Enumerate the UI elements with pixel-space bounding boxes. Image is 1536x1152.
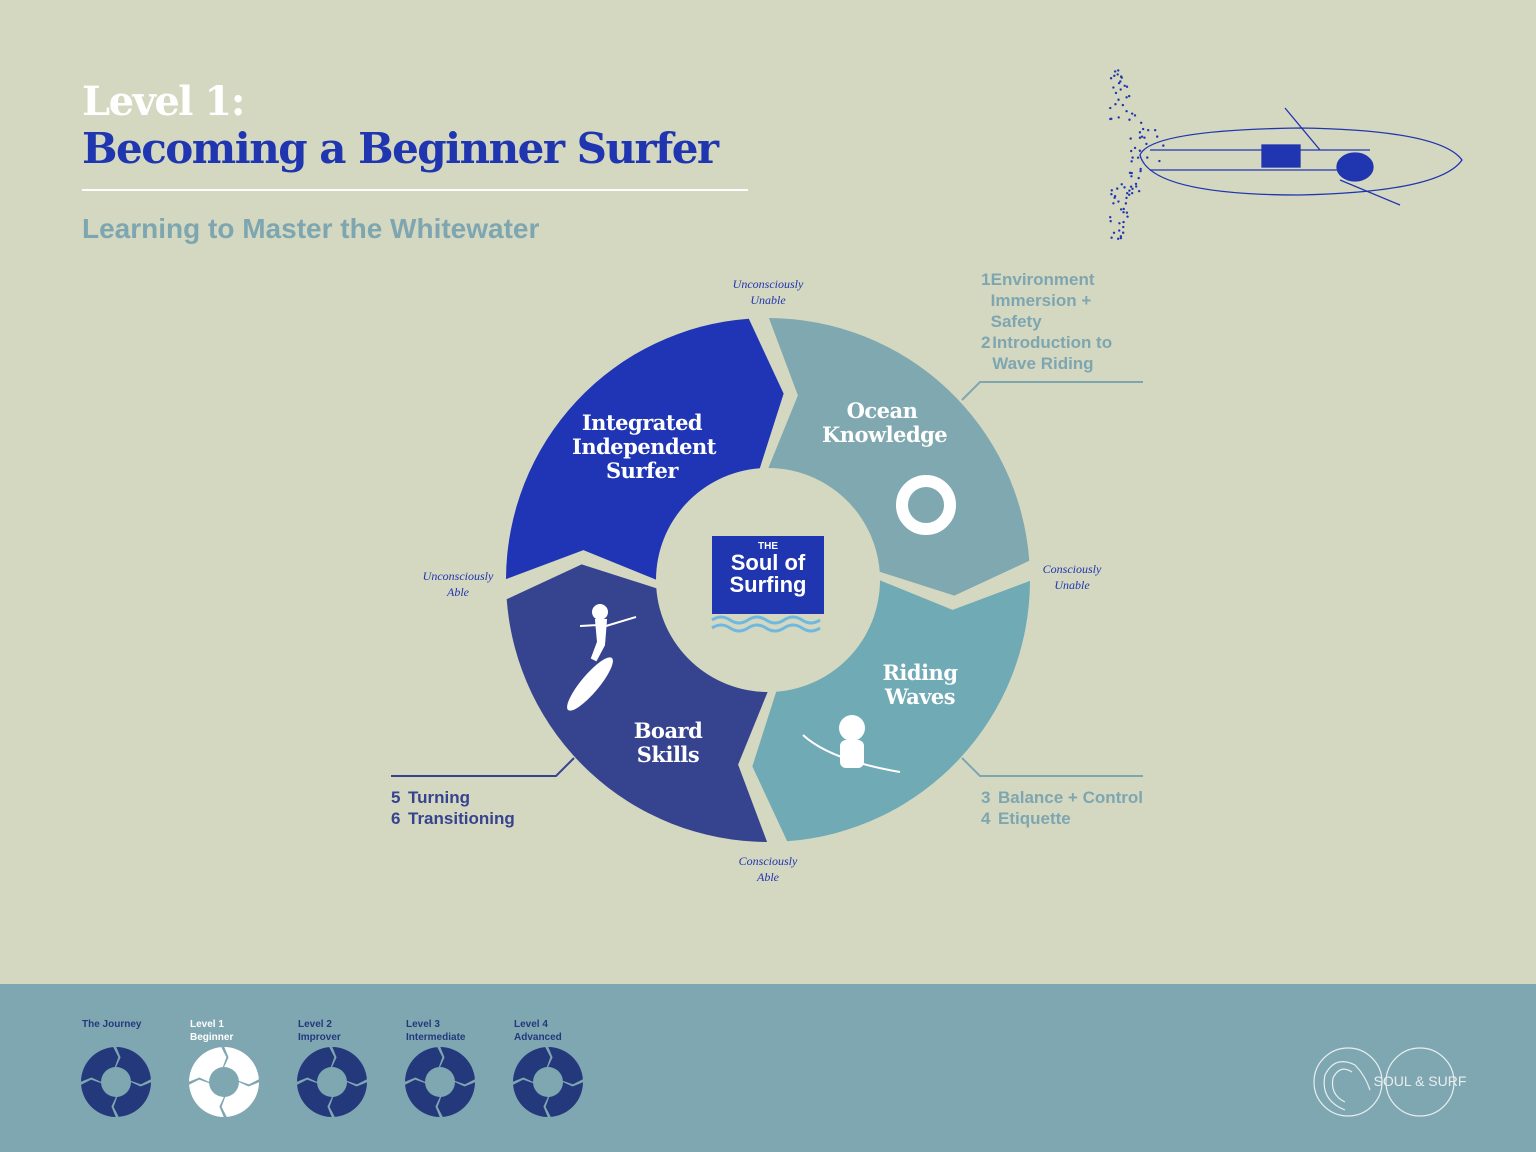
brand-text: SOUL & SURF: [1374, 1073, 1467, 1089]
